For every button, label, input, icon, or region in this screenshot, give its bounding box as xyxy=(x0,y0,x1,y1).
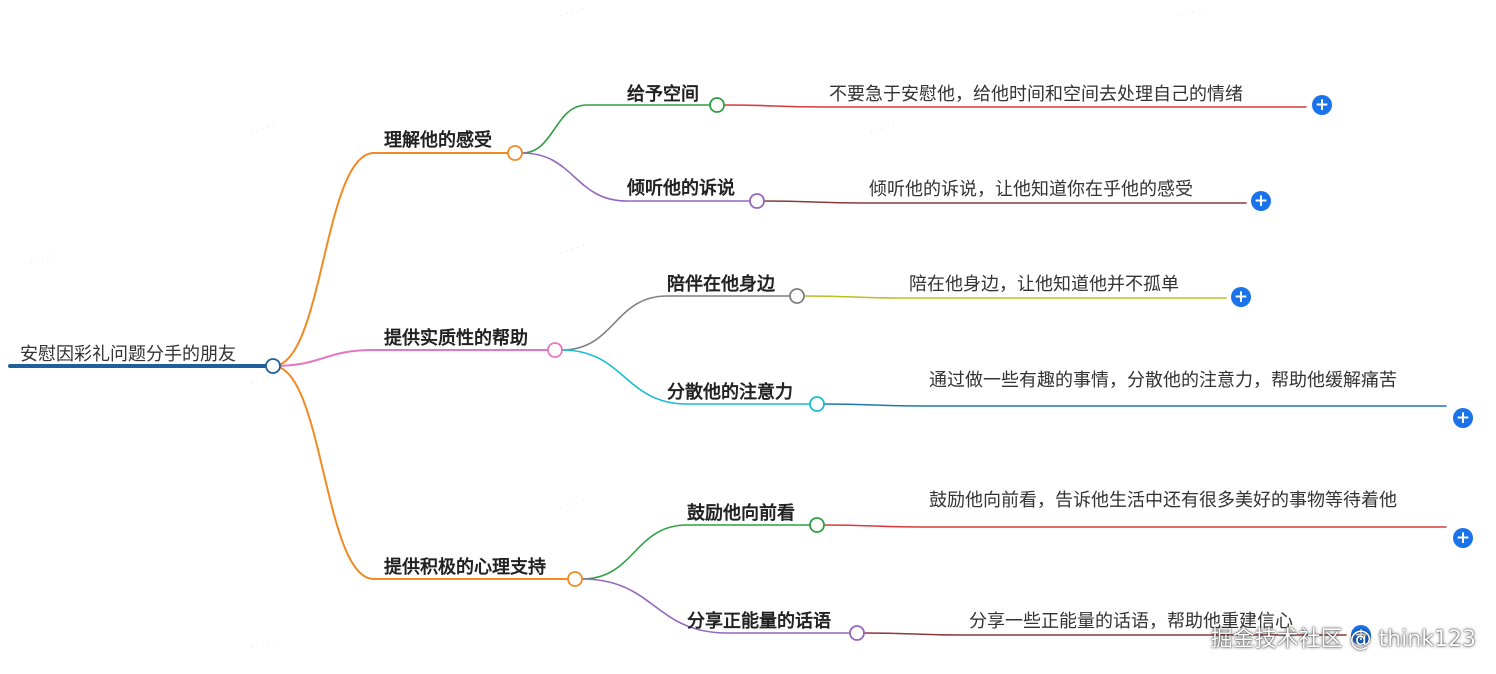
branch-node-dot[interactable] xyxy=(507,145,523,161)
expand-give-space-button[interactable]: + xyxy=(1312,95,1332,115)
node-listen-label: 倾听他的诉说 xyxy=(627,178,735,199)
branch-practical-help-label: 提供实质性的帮助 xyxy=(384,328,528,349)
leaf-share-positive-text: 分享一些正能量的话语，帮助他重建信心 xyxy=(969,611,1293,632)
branch-positive-support-label: 提供积极的心理支持 xyxy=(384,557,546,578)
leaf-accompany-text: 陪在他身边，让他知道他并不孤单 xyxy=(909,274,1179,295)
expand-listen-button[interactable]: + xyxy=(1251,191,1271,211)
node-share-positive-label: 分享正能量的话语 xyxy=(687,611,831,632)
child-connector xyxy=(561,295,791,351)
child-connector xyxy=(561,349,811,405)
child-node-dot[interactable] xyxy=(749,193,765,209)
child-node-dot[interactable] xyxy=(849,625,865,641)
branch-node-dot[interactable] xyxy=(567,571,583,587)
leaf-connector xyxy=(763,200,1247,204)
leaf-connector xyxy=(803,295,1227,299)
leaf-encourage-text: 鼓励他向前看，告诉他生活中还有很多美好的事物等待着他 xyxy=(929,490,1397,511)
branch-connector xyxy=(272,152,509,367)
leaf-distract-text: 通过做一些有趣的事情，分散他的注意力，帮助他缓解痛苦 xyxy=(929,370,1397,391)
branch-connector xyxy=(272,365,569,580)
node-encourage-label: 鼓励他向前看 xyxy=(687,503,795,524)
expand-share-positive-button[interactable]: + xyxy=(1351,625,1371,645)
leaf-connector xyxy=(823,524,1447,528)
leaf-connector xyxy=(863,632,1347,636)
node-distract-label: 分散他的注意力 xyxy=(667,382,793,403)
leaf-connector xyxy=(823,403,1447,407)
child-connector xyxy=(581,524,811,580)
node-give-space-label: 给予空间 xyxy=(627,84,699,105)
leaf-listen-text: 倾听他的诉说，让他知道你在乎他的感受 xyxy=(869,179,1193,200)
node-accompany-label: 陪伴在他身边 xyxy=(667,274,775,295)
child-node-dot[interactable] xyxy=(809,517,825,533)
branch-understand-label: 理解他的感受 xyxy=(384,130,492,151)
branch-connector xyxy=(272,349,549,367)
root-node-label: 安慰因彩礼问题分手的朋友 xyxy=(20,344,236,365)
child-node-dot[interactable] xyxy=(809,396,825,412)
expand-encourage-button[interactable]: + xyxy=(1453,528,1473,548)
watermark-text: 掘金技术社区 @ think123 xyxy=(1210,627,1476,652)
child-connector xyxy=(521,104,711,154)
child-connector xyxy=(521,152,751,202)
root-node-dot[interactable] xyxy=(265,358,281,374)
child-connector xyxy=(581,578,851,634)
leaf-connector xyxy=(723,104,1307,108)
expand-accompany-button[interactable]: + xyxy=(1231,287,1251,307)
expand-distract-button[interactable]: + xyxy=(1453,408,1473,428)
child-node-dot[interactable] xyxy=(789,288,805,304)
leaf-give-space-text: 不要急于安慰他，给他时间和空间去处理自己的情绪 xyxy=(829,84,1243,105)
child-node-dot[interactable] xyxy=(709,97,725,113)
branch-node-dot[interactable] xyxy=(547,342,563,358)
